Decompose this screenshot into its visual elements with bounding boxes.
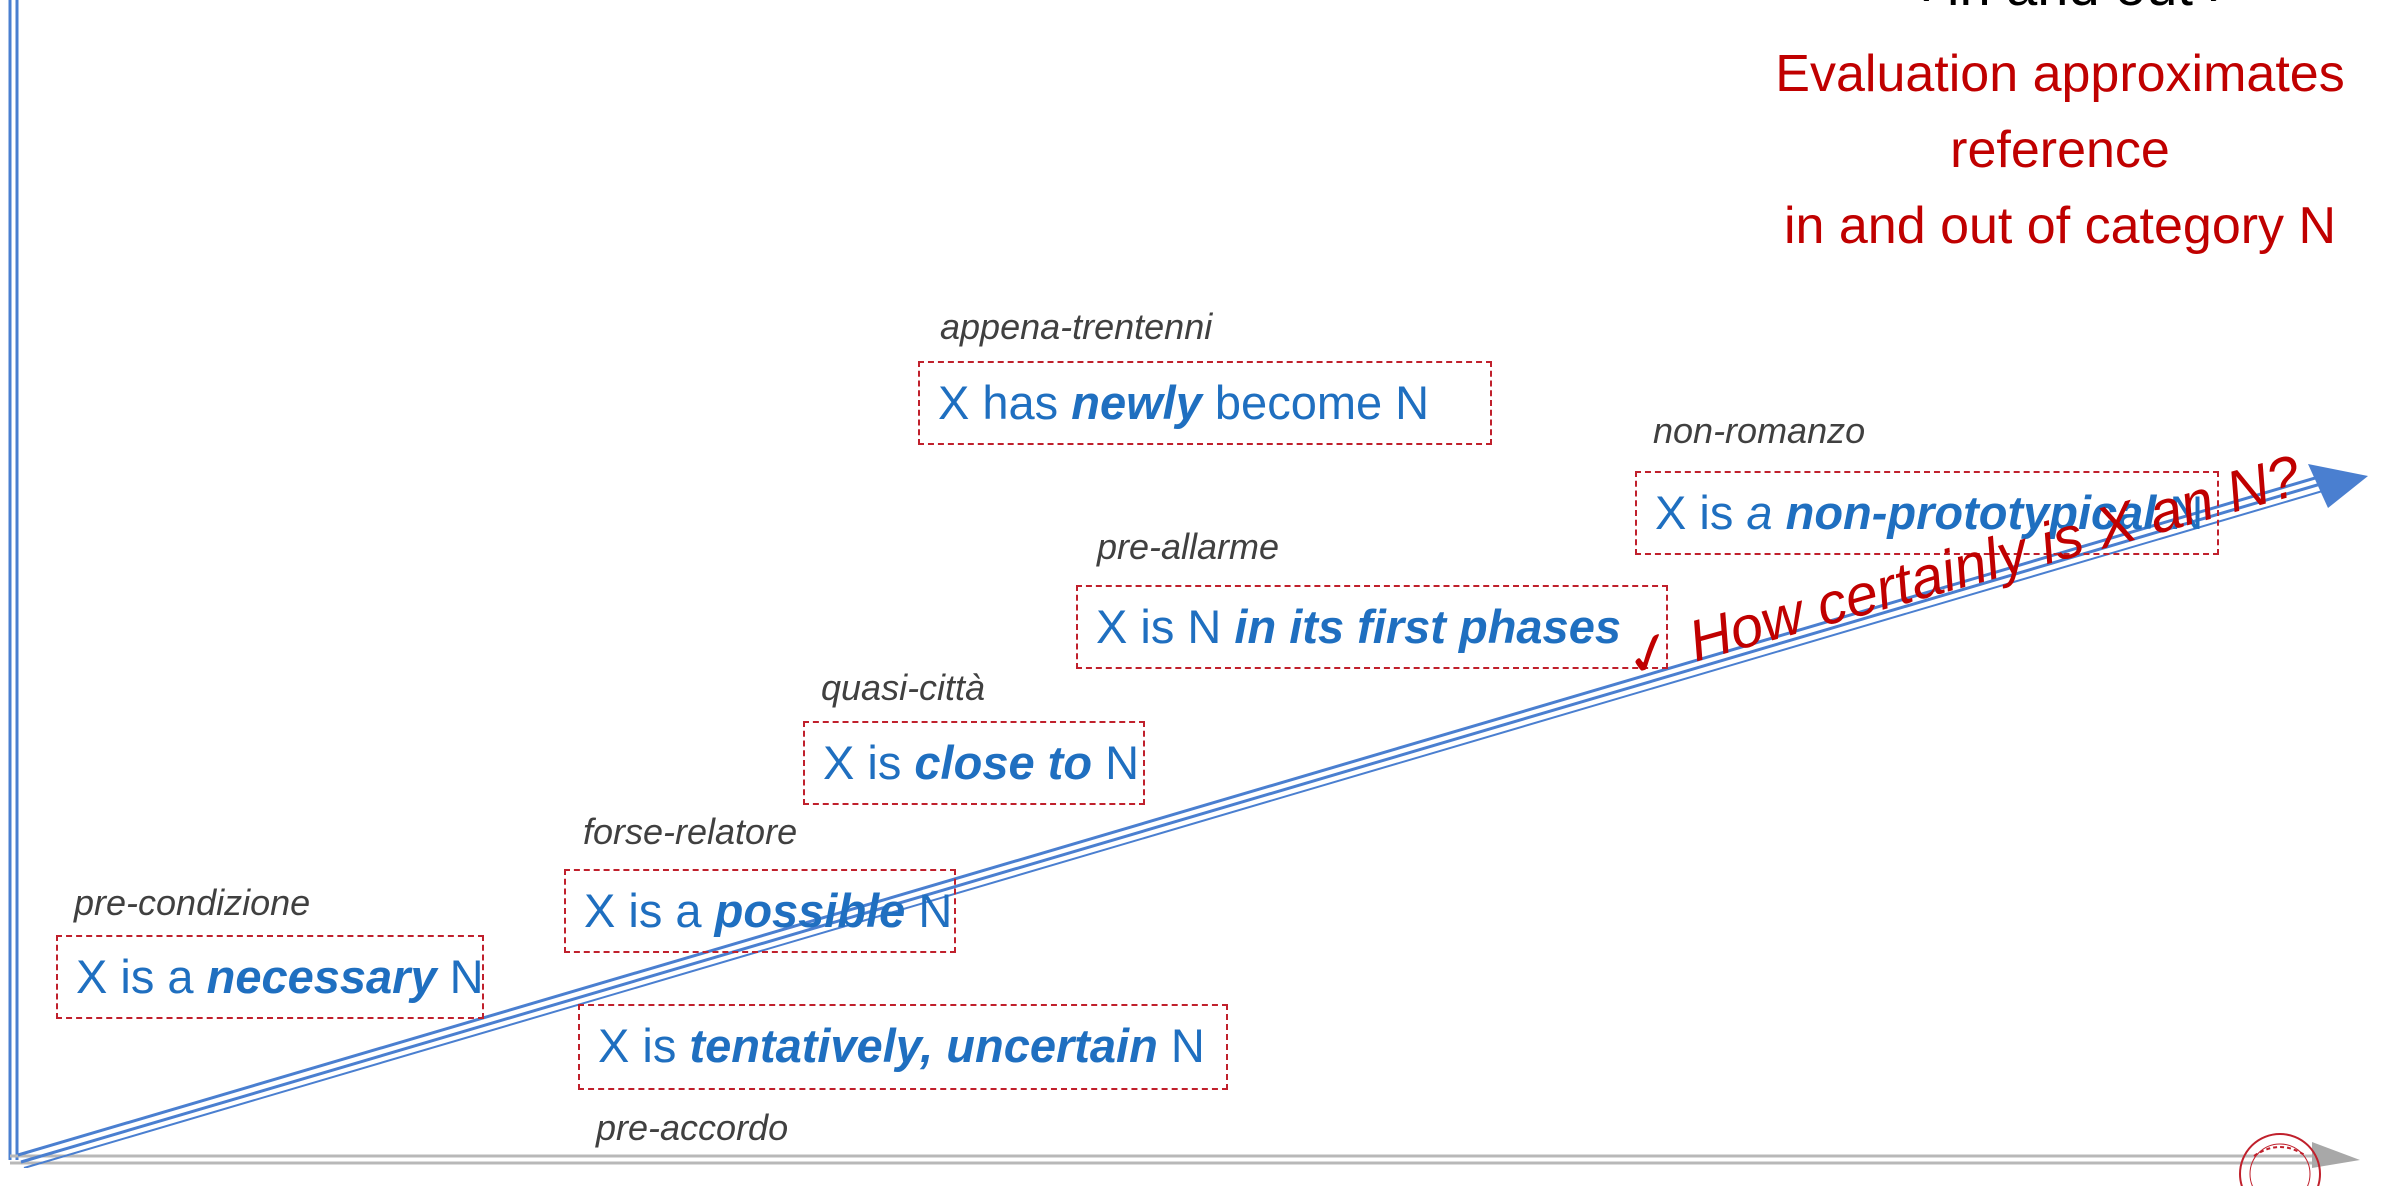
diagonal-arrow-line-2 — [20, 481, 2325, 1164]
box-text-emphasis: possible — [714, 884, 906, 937]
box-text-pre: X is — [823, 736, 915, 789]
diagonal-arrowhead — [2308, 464, 2368, 508]
category-box-necessary: X is a necessary N — [56, 935, 484, 1019]
example-label-pre-accordo: pre-accordo — [596, 1107, 789, 1148]
box-text-emphasis: tentatively, uncertain — [689, 1019, 1158, 1072]
box-text-emphasis: close to — [914, 736, 1093, 789]
diagonal-arrow-line-1 — [17, 474, 2323, 1157]
example-label-non-romanzo: non-romanzo — [1653, 410, 1866, 451]
box-text-post: N — [436, 950, 484, 1003]
box-text-post: N — [1092, 736, 1140, 789]
category-box-possible: X is a possible N — [564, 869, 956, 953]
box-text-pre: X is — [598, 1019, 690, 1072]
example-label-pre-allarme: pre-allarme — [1097, 526, 1280, 567]
horizontal-axis-arrowhead — [2312, 1142, 2360, 1168]
box-text-post: N — [2156, 486, 2204, 539]
box-text-pre: X is N — [1096, 600, 1235, 653]
box-text-pre: X is a — [584, 884, 715, 937]
example-label-appena-trentenni: appena-trentenni — [940, 306, 1213, 347]
diagonal-arrow-line-3 — [23, 489, 2327, 1168]
evaluation-note: Evaluation approximates reference in and… — [1725, 36, 2382, 264]
evaluation-line-1: Evaluation approximates — [1775, 45, 2345, 103]
slide-title-partial: ‹ in and out › — [1840, 0, 2300, 16]
box-text-pre: X has — [938, 376, 1072, 429]
box-text-emphasis: necessary — [206, 950, 437, 1003]
example-label-forse-relatore: forse-relatore — [583, 811, 798, 852]
example-label-pre-condizione: pre-condizione — [74, 882, 311, 923]
category-box-first-phases: X is N in its first phases — [1076, 585, 1668, 669]
box-text-pre: X is — [1655, 486, 1747, 539]
evaluation-line-2: reference — [1950, 121, 2170, 179]
category-box-tentatively: X is tentatively, uncertain N — [578, 1004, 1228, 1090]
evaluation-line-3: in and out of category N — [1783, 197, 2337, 255]
category-box-non-prototypical: X is a non-prototypical N — [1635, 471, 2219, 555]
category-box-close-to: X is close to N — [803, 721, 1145, 805]
box-text-emphasis: non-prototypical — [1785, 486, 2157, 539]
box-text-pre: X is a — [76, 950, 207, 1003]
box-text-emphasis: in its first phases — [1234, 600, 1621, 653]
box-text-post: N — [905, 884, 953, 937]
university-seal-icon — [2239, 1133, 2321, 1186]
box-text-post: N — [1157, 1019, 1205, 1072]
box-text-article: a — [1746, 486, 1773, 539]
box-text-post: become N — [1201, 376, 1430, 429]
example-label-quasi-citta: quasi-città — [821, 667, 986, 708]
box-text-emphasis: newly — [1071, 376, 1202, 429]
category-box-newly: X has newly become N — [918, 361, 1492, 445]
